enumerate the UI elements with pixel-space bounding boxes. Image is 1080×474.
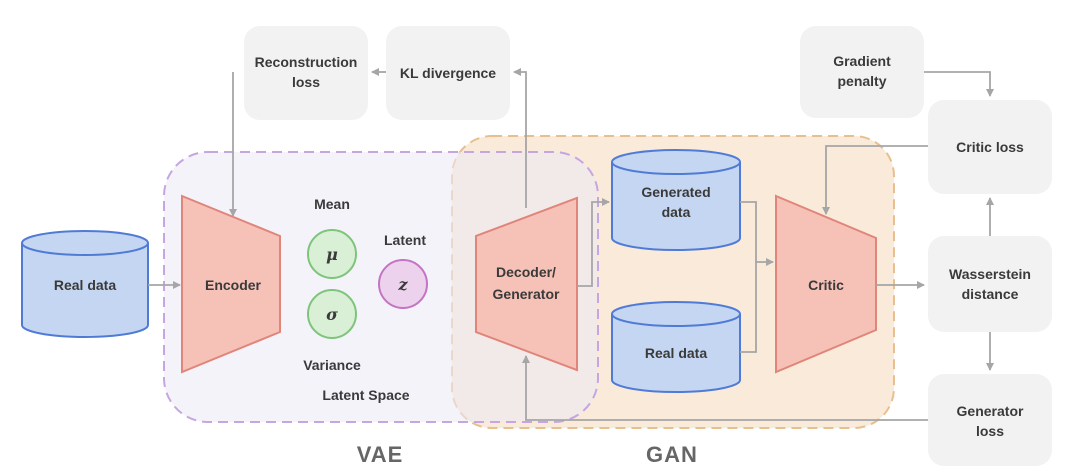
- gradient-penalty-label-2: penalty: [837, 73, 886, 89]
- generated-data-label: Generated: [641, 184, 710, 200]
- decoder-generator-shape: [475, 196, 578, 372]
- arrow-gradientpenalty-to-criticloss: [924, 71, 994, 97]
- encoder-label: Encoder: [205, 277, 262, 293]
- sigma-symbol: σ: [326, 305, 338, 324]
- arrow-realright-to-critic: [740, 262, 757, 353]
- decoder-generator-label-2: Generator: [493, 286, 560, 302]
- arrow-decoder-to-kl: [513, 68, 527, 208]
- gradient-penalty-label: Gradient: [833, 53, 891, 69]
- arrow-generated-to-critic: [740, 201, 774, 266]
- mean-label: Mean: [314, 196, 350, 212]
- wasserstein-distance-label: Wasserstein: [949, 266, 1031, 282]
- real-data-left-cylinder: [21, 230, 149, 338]
- generated-data-label-2: data: [662, 204, 691, 220]
- gan-group-label: GAN: [646, 442, 698, 467]
- variance-label: Variance: [303, 357, 361, 373]
- arrow-generatorloss-to-decoder: [522, 355, 928, 421]
- arrow-criticloss-to-critic: [822, 145, 928, 215]
- gradient-penalty-box: [800, 26, 924, 118]
- generator-loss-box: [928, 374, 1052, 466]
- decoder-generator-label: Decoder/: [496, 264, 556, 280]
- generator-loss-label-2: loss: [976, 423, 1004, 439]
- real-data-right-cylinder: [611, 301, 741, 393]
- sigma-circle: [307, 289, 357, 339]
- reconstruction-loss-label: Reconstruction: [255, 54, 358, 70]
- kl-divergence-label: KL divergence: [400, 65, 496, 81]
- critic-loss-label: Critic loss: [956, 139, 1024, 155]
- real-data-left-label: Real data: [54, 277, 116, 293]
- wasserstein-distance-label-2: distance: [962, 286, 1019, 302]
- wasserstein-distance-box: [928, 236, 1052, 332]
- generator-loss-label: Generator: [957, 403, 1024, 419]
- critic-loss-box: [928, 100, 1052, 194]
- generated-data-cylinder: [611, 149, 741, 251]
- critic-shape: [775, 194, 877, 374]
- mu-circle: [307, 229, 357, 279]
- z-circle: [378, 259, 428, 309]
- mu-symbol: μ: [326, 245, 338, 264]
- kl-divergence-box: [386, 26, 510, 120]
- reconstruction-loss-label-2: loss: [292, 74, 320, 90]
- latent-space-label: Latent Space: [322, 387, 409, 403]
- reconstruction-loss-box: [244, 26, 368, 120]
- encoder-shape: [181, 194, 281, 374]
- latent-label: Latent: [384, 232, 426, 248]
- real-data-right-label: Real data: [645, 345, 707, 361]
- critic-label: Critic: [808, 277, 844, 293]
- z-symbol: z: [397, 275, 408, 294]
- arrows: [148, 68, 994, 421]
- arrow-decoder-to-generated: [577, 198, 610, 287]
- vae-group-label: VAE: [357, 442, 404, 467]
